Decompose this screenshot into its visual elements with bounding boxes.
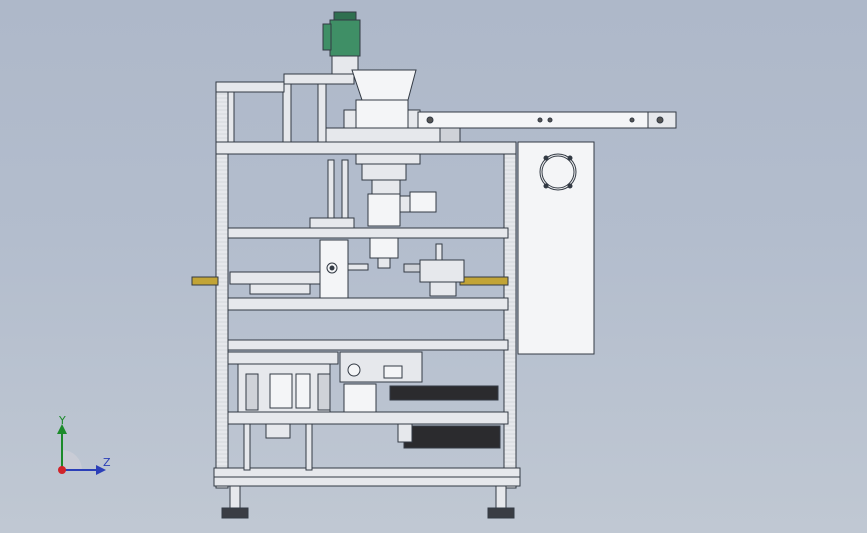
y-axis-arrow	[57, 424, 67, 434]
horizontal-beams	[213, 141, 521, 487]
leveling-feet	[221, 485, 515, 519]
z-axis-label: Z	[103, 456, 111, 469]
conveyor-arm	[325, 111, 677, 143]
lower-section	[237, 351, 501, 471]
mid-slides	[191, 239, 509, 299]
control-panel	[517, 141, 595, 355]
frame-uprights	[215, 83, 517, 489]
coordinate-triad	[57, 424, 106, 475]
top-subframe	[215, 73, 355, 145]
z-axis-arrow	[96, 465, 106, 475]
hopper	[343, 69, 421, 129]
central-column	[309, 153, 437, 269]
vertical-motor	[322, 11, 361, 75]
x-axis-dot	[58, 466, 66, 474]
y-axis-label: Y	[59, 414, 66, 427]
